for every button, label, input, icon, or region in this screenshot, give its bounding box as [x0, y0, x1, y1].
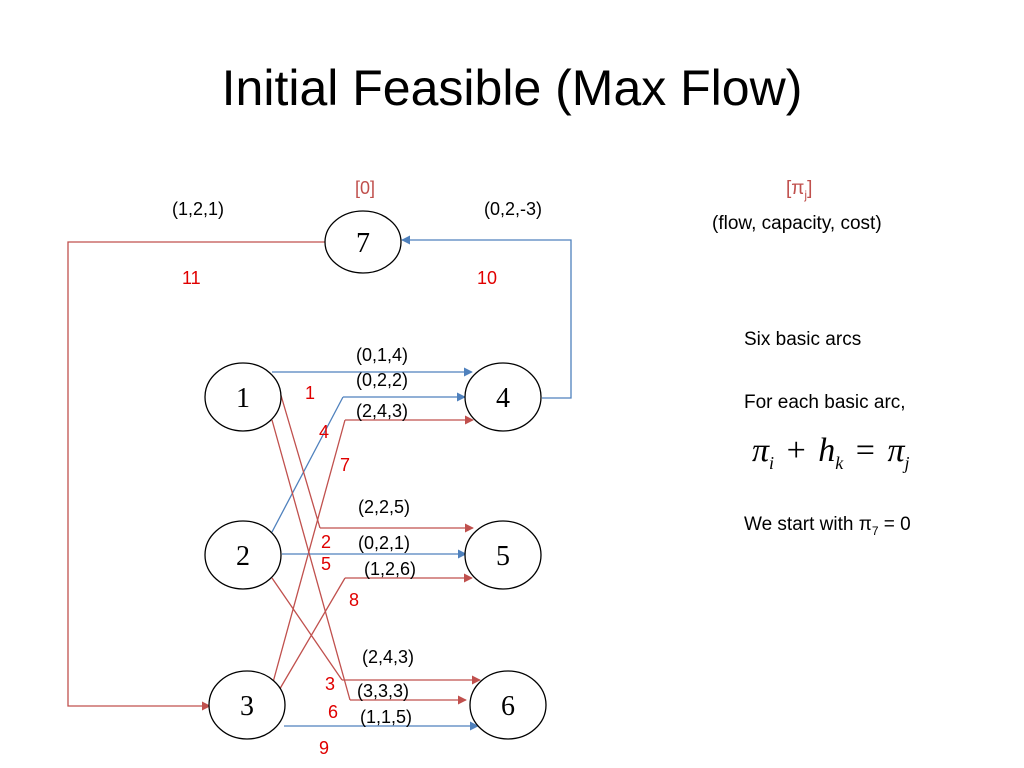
arc-num-11: 11 — [182, 268, 201, 288]
arc-num-9: 9 — [319, 738, 329, 758]
note-start-prefix: We start with π — [744, 514, 872, 535]
arc-label-3: (2,4,3) — [362, 647, 414, 667]
node-5: 5 — [464, 520, 542, 590]
arc-num-6: 6 — [328, 702, 338, 722]
formula-pi-i: π — [752, 432, 770, 469]
formula-h: h — [818, 432, 836, 469]
node-3: 3 — [208, 670, 286, 740]
arc-label-11: (1,2,1) — [172, 199, 224, 219]
note-start: We start with π7 = 0 — [744, 514, 911, 538]
node-6-label: 6 — [501, 691, 515, 722]
legend-potential: [πj] — [786, 178, 813, 202]
arc-1-5 — [279, 391, 321, 529]
note-start-sub: 7 — [871, 523, 879, 538]
potential-formula: πi + hk = πj — [752, 432, 910, 474]
arc-label-1: (2,2,5) — [358, 497, 410, 517]
arc-label-7: (2,4,3) — [356, 401, 408, 421]
arc-1-6 — [271, 419, 351, 701]
node-2-label: 2 — [236, 541, 250, 572]
node-7-label: 7 — [356, 228, 370, 259]
formula-plus: + — [786, 432, 806, 469]
arc-num-5: 5 — [321, 554, 331, 574]
node-1: 1 — [204, 362, 282, 432]
arc-label-10: (0,2,-3) — [484, 199, 542, 219]
note-start-suffix: = 0 — [878, 514, 911, 535]
formula-sub-j: j — [904, 452, 910, 473]
arc-num-4: 4 — [319, 422, 329, 442]
arc-2-6 — [271, 577, 343, 681]
arc-7-3 — [67, 241, 325, 711]
arc-label-8: (1,2,6) — [364, 559, 416, 579]
arc-num-3: 3 — [325, 674, 335, 694]
node-4: 4 — [464, 362, 542, 432]
arc-4-7 — [401, 235, 572, 399]
arc-num-8: 8 — [349, 590, 359, 610]
formula-sub-k: k — [835, 452, 844, 473]
formula-sub-i: i — [769, 452, 775, 473]
legend-tuple: (flow, capacity, cost) — [712, 213, 882, 234]
arc-num-10: 10 — [477, 268, 497, 288]
arc-num-1: 1 — [305, 383, 315, 403]
arc-num-2: 2 — [321, 532, 331, 552]
slide-title: Initial Feasible (Max Flow) — [221, 60, 803, 116]
formula-equals: = — [855, 432, 875, 469]
note-for-each: For each basic arc, — [744, 392, 906, 413]
node-2: 2 — [204, 520, 282, 590]
node-6: 6 — [469, 670, 547, 740]
formula-pi-j: π — [887, 432, 905, 469]
node-1-label: 1 — [236, 383, 250, 414]
node-7: 7 — [324, 210, 402, 274]
node-5-label: 5 — [496, 541, 510, 572]
arc-label-4: (0,2,2) — [356, 370, 408, 390]
arc-label-1-4: (0,1,4) — [356, 345, 408, 365]
node-4-label: 4 — [496, 383, 510, 414]
node-3-label: 3 — [240, 691, 254, 722]
arc-2-4 — [271, 396, 344, 533]
arc-label-6: (1,1,5) — [360, 707, 412, 727]
arc-label-5: (3,3,3) — [357, 681, 409, 701]
note-six-basic: Six basic arcs — [744, 329, 862, 350]
arc-num-7: 7 — [340, 455, 350, 475]
arc-label-2: (0,2,1) — [358, 533, 410, 553]
node-7-potential: [0] — [355, 178, 375, 198]
